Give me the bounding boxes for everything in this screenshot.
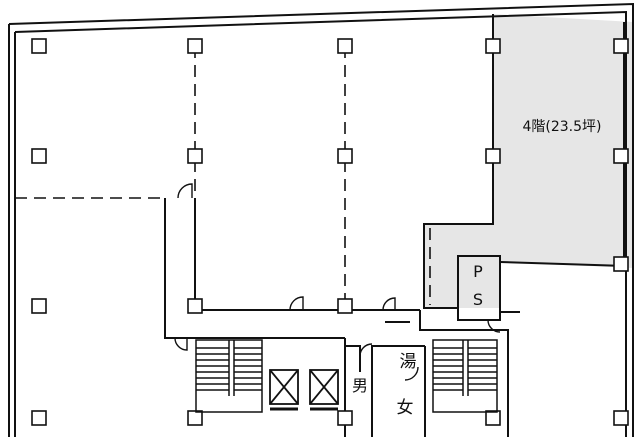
unit-4f-area[interactable]	[424, 14, 633, 308]
elevators	[269, 369, 339, 411]
restroom-women-label: 女	[397, 398, 414, 418]
kitchenette-label: 湯	[400, 352, 417, 372]
partition-lines	[15, 46, 494, 305]
restroom-men-label: 男	[352, 376, 368, 395]
ps-letter-s: S	[473, 290, 483, 309]
stairs-right	[432, 339, 498, 413]
door-swings	[174, 183, 501, 381]
structural-columns	[31, 38, 629, 426]
outer-walls	[8, 2, 634, 437]
unit-label: 4階(23.5坪)	[522, 119, 601, 135]
stairs-left	[195, 339, 263, 413]
ps-letter-p: P	[473, 262, 483, 281]
